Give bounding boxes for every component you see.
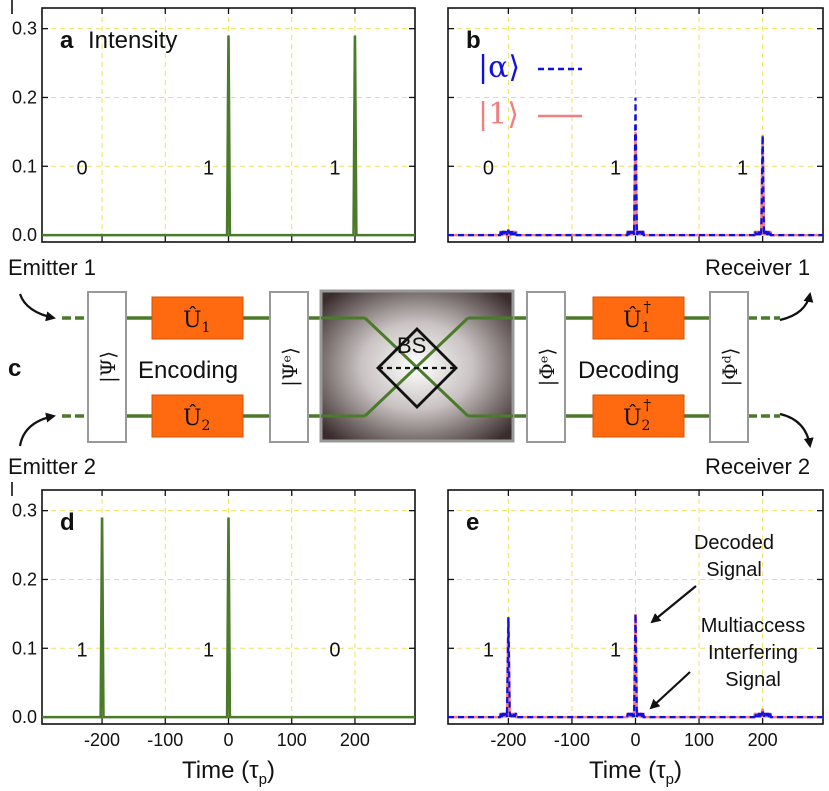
decoded-signal-line-1: Decoded [694,532,774,554]
panel-c-letter: c [8,355,21,382]
bit-label: 1 [203,157,214,179]
x-axis-label: Time (τp) [182,757,275,788]
y-tick-label: 0.0 [12,225,37,245]
u1-dagger-label: Û1† [623,298,651,336]
x-tick-label: -200 [84,730,120,750]
y-tick-label: 0.3 [12,19,37,39]
x-tick-label: -200 [490,730,526,750]
u2-dagger-decoder-box [592,394,685,438]
bit-label: 1 [76,639,87,661]
interfering-signal-line-2: Interfering [708,642,798,664]
interfering-signal-arrow [649,671,691,710]
emitter-2-label: Emitter 2 [8,454,96,479]
x-tick-label: 200 [340,730,370,750]
panel-title: Intensity [88,27,177,54]
emitter-2-arrow [18,412,56,447]
phi-e-state-label: |Φᵉ⟩ [535,348,560,387]
intensity-trace [42,35,415,237]
x-tick-label: -100 [554,730,590,750]
psi-state-label: |Ψ⟩ [96,351,121,383]
bit-label: 1 [610,639,621,661]
bit-label: 1 [483,639,494,661]
bit-label: 0 [483,157,494,179]
y-tick-label: 0.1 [12,156,37,176]
legend-one-label: |1⟩ [478,97,519,132]
u2-label: Û2 [183,404,210,434]
bs-label: BS [397,333,426,358]
bit-label: 1 [203,639,214,661]
intensity-trace [42,517,415,719]
panel-c-schematic: c Emitter 1 Emitter 2 Receiver 1 Receive… [8,255,814,479]
panel-b-legend: |α⟩ |1⟩ [478,50,582,132]
u2-dagger-label: Û2† [623,396,651,434]
bit-label: 1 [610,157,621,179]
decoded-signal-line-2: Signal [706,559,762,581]
legend-alpha-label: |α⟩ [478,50,520,85]
bit-label: 0 [76,157,87,179]
panel-b-state-chart: b 0 1 1 [447,7,824,243]
panel-letter: d [60,509,75,536]
x-axis-label: Time (τp) [589,757,682,788]
coherent-state-trace [448,613,823,719]
phi-d-state-label: |Φᵈ⟩ [718,348,743,387]
panel-letter: b [466,27,481,54]
psi-e-state-box [269,291,309,443]
interfering-signal-line-1: Multiaccess [701,615,805,637]
psi-e-state-label: |Ψᵉ⟩ [278,347,303,387]
receiver-2-arrow [779,412,814,448]
bit-label: 0 [329,639,340,661]
bit-label: 1 [329,157,340,179]
y-tick-label: 0.0 [12,707,37,727]
y-tick-label: 0.2 [12,87,37,107]
x-tick-label: -100 [147,730,183,750]
beam-splitter-diamond [376,327,458,409]
x-tick-label: 0 [223,730,233,750]
panel-letter: e [466,509,479,536]
emitter-1-arrow [18,293,56,322]
x-tick-label: 200 [748,730,778,750]
emitter-1-label: Emitter 1 [8,255,96,280]
x-tick-label: 100 [684,730,714,750]
x-tick-label: 100 [277,730,307,750]
psi-state-box [87,291,127,443]
y-tick-label: 0.3 [12,501,37,521]
u2-encoder-box [151,394,244,438]
u1-encoder-box [151,296,244,340]
encoding-label: Encoding [138,357,238,384]
y-tick-label: 0.2 [12,569,37,589]
u1-dagger-decoder-box [592,296,685,340]
panel-letter: a [60,27,74,54]
phi-e-state-box [526,291,566,443]
decoded-signal-arrow [650,585,697,624]
u1-label: Û1 [183,306,210,336]
y-tick-label: 0.1 [12,638,37,658]
panel-e-annotations: Decoded Signal Multiaccess Interfering S… [649,532,805,710]
x-tick-label: 0 [630,730,640,750]
decoding-label: Decoding [578,357,679,384]
phi-d-state-box [709,291,749,443]
receiver-1-label: Receiver 1 [705,255,810,280]
bit-label: 1 [737,157,748,179]
panel-a-intensity-chart: 0.0 0.1 0.2 0.3 a Intensity 0 1 1 [11,0,416,245]
receiver-1-arrow [779,292,814,322]
coherent-state-trace [448,97,823,237]
receiver-2-label: Receiver 2 [705,454,810,479]
interfering-signal-line-3: Signal [725,669,781,691]
